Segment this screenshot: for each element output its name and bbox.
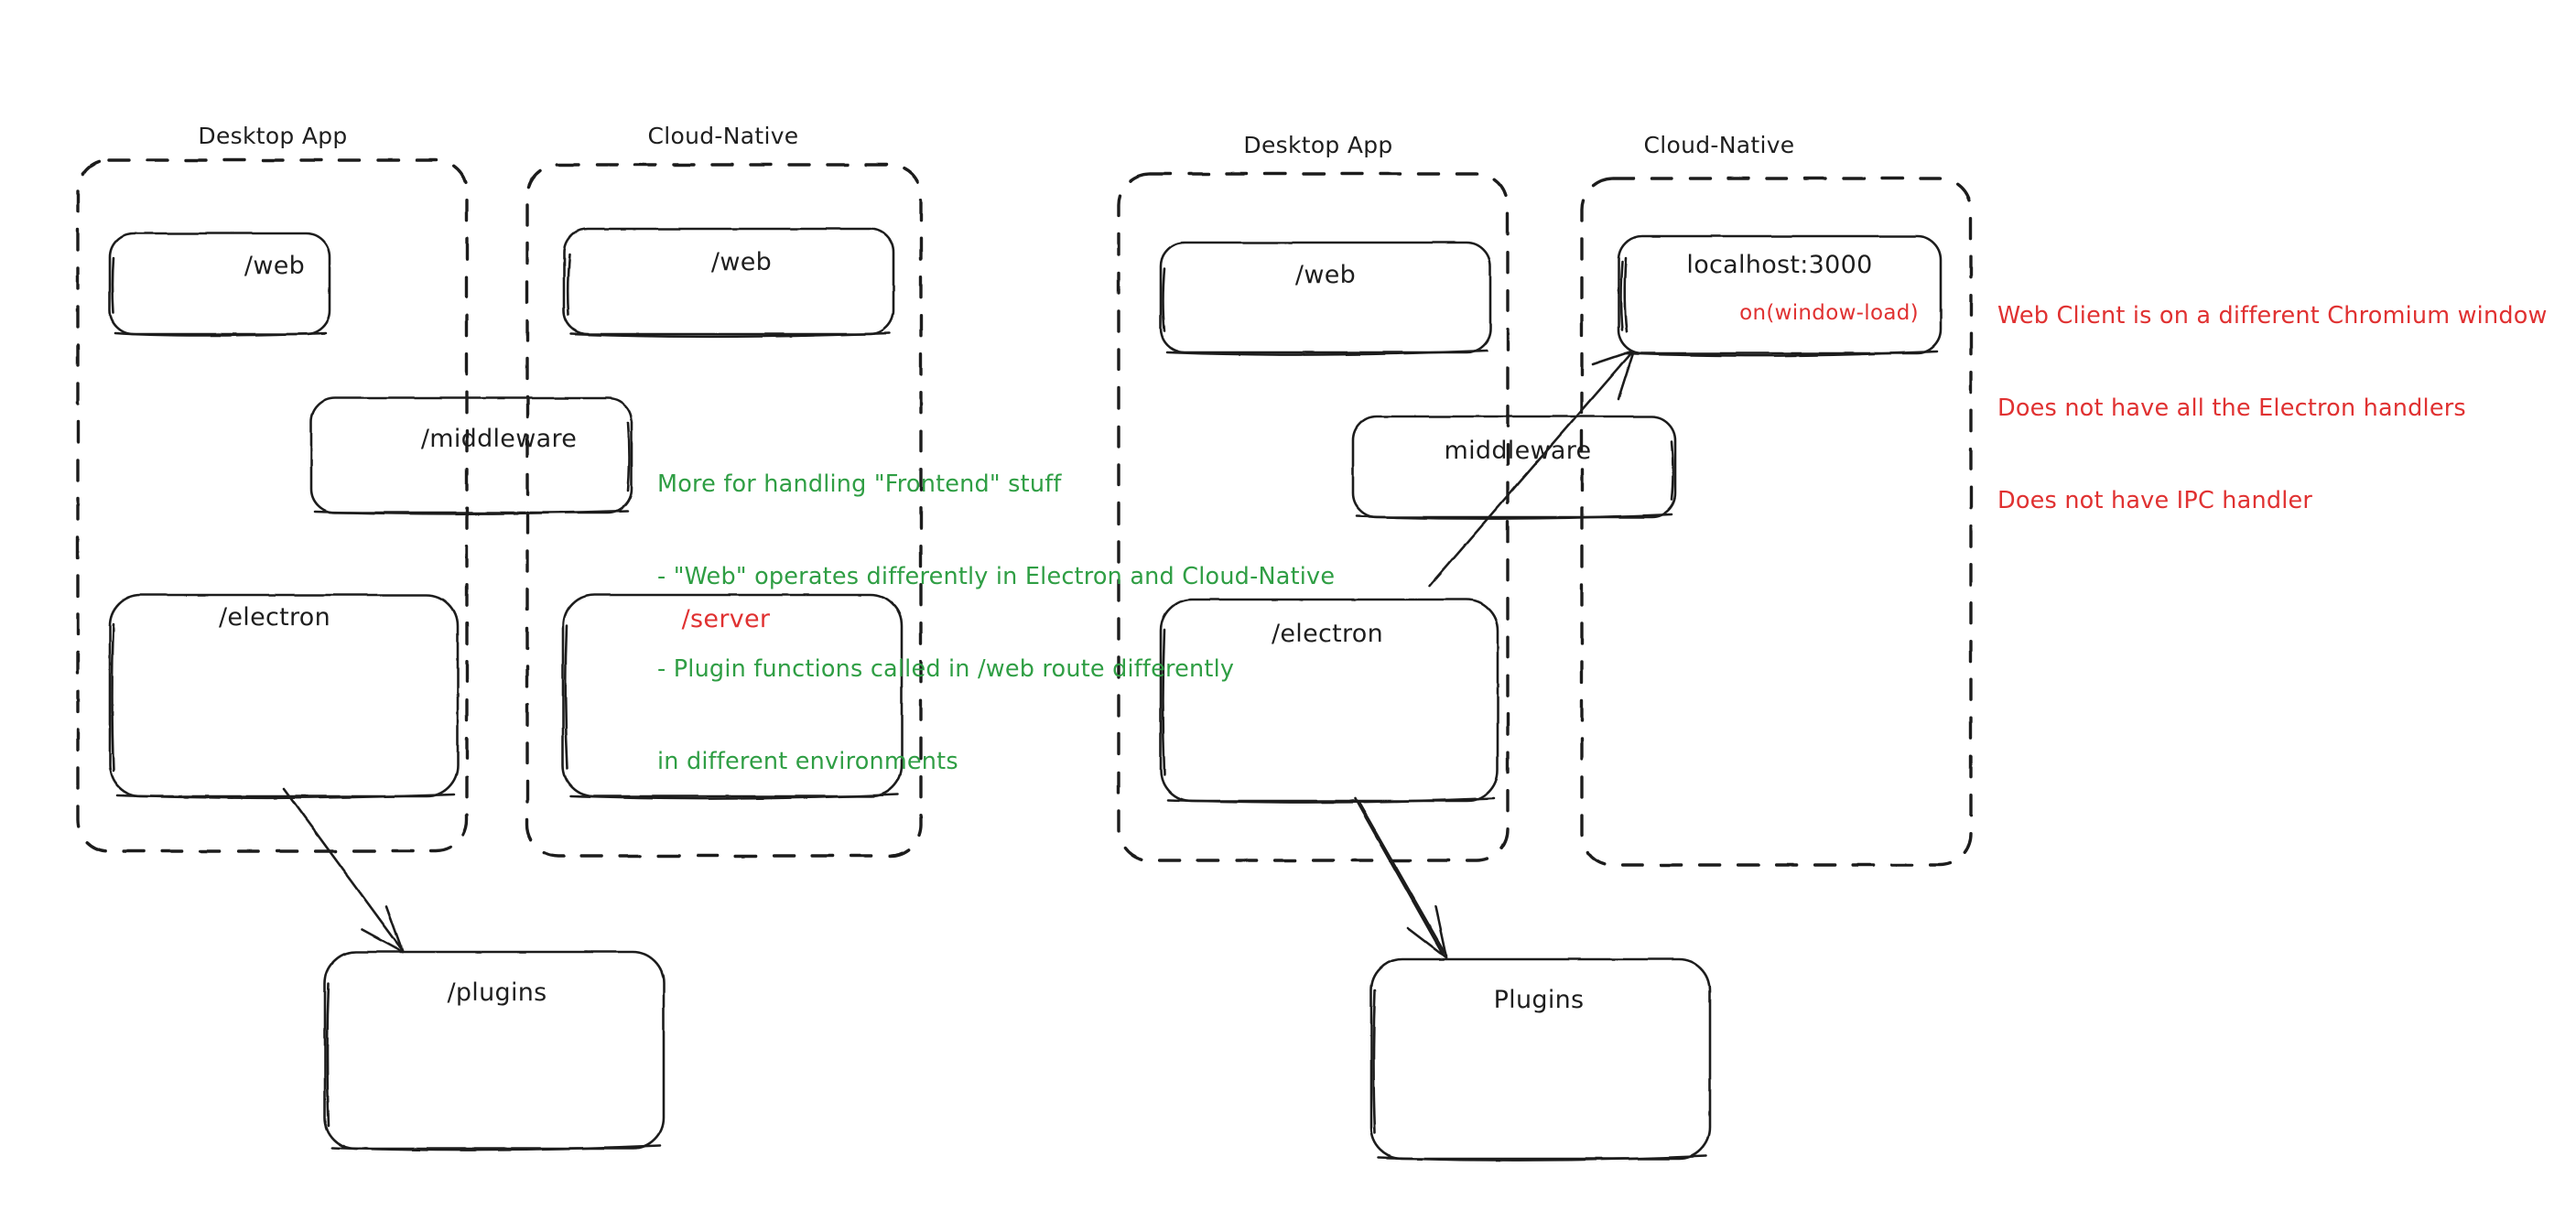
right-plugins-label: Plugins xyxy=(1493,986,1585,1014)
left-desktop-app-container xyxy=(76,158,469,853)
green-note-line-4: in different environments xyxy=(657,748,958,776)
right-desktop-app-container xyxy=(1117,172,1510,862)
right-localhost-sublabel: on(window-load) xyxy=(1739,301,1919,325)
left-server-label: /server xyxy=(681,605,771,633)
right-electron-to-plugins-arrow xyxy=(1353,796,1448,959)
left-plugins-label: /plugins xyxy=(447,978,547,1007)
left-web-cloud-label: /web xyxy=(710,248,773,276)
left-server-box xyxy=(561,593,904,800)
right-middleware-box xyxy=(1351,415,1677,520)
left-electron-to-plugins-arrow xyxy=(282,787,405,954)
left-plugins-box xyxy=(323,950,666,1151)
red-note-line-2: Does not have all the Electron handlers xyxy=(1997,394,2466,423)
right-localhost-box xyxy=(1617,234,1943,357)
left-middleware-box xyxy=(309,396,633,515)
left-electron-label: /electron xyxy=(218,603,331,632)
left-cloud-native-container xyxy=(525,163,923,858)
left-cloud-native-title: Cloud-Native xyxy=(647,123,799,149)
green-annotation-note: More for handling "Frontend" stuff - "We… xyxy=(657,408,1335,839)
right-desktop-app-title: Desktop App xyxy=(1243,132,1393,158)
green-note-line-2: - "Web" operates differently in Electron… xyxy=(657,563,1336,591)
right-electron-box xyxy=(1159,598,1499,804)
right-cloud-native-title: Cloud-Native xyxy=(1643,132,1795,158)
red-annotation-note: Web Client is on a different Chromium wi… xyxy=(1997,240,2548,578)
left-electron-box xyxy=(108,593,460,800)
left-web-desktop-label: /web xyxy=(244,252,306,280)
right-localhost-label: localhost:3000 xyxy=(1686,251,1873,279)
right-electron-label: /electron xyxy=(1271,620,1384,648)
red-note-line-3: Does not have IPC handler xyxy=(1997,487,2313,515)
left-web-desktop-box xyxy=(108,232,331,337)
right-plugins-box xyxy=(1369,957,1712,1162)
left-web-cloud-box xyxy=(562,227,895,339)
right-web-desktop-label: /web xyxy=(1294,261,1357,289)
green-note-line-1: More for handling "Frontend" stuff xyxy=(657,470,1062,499)
green-note-line-3: - Plugin functions called in /web route … xyxy=(657,655,1235,684)
right-middleware-label: middleware xyxy=(1444,437,1592,465)
right-web-desktop-box xyxy=(1159,241,1492,356)
left-desktop-app-title: Desktop App xyxy=(198,123,348,149)
left-middleware-label: /middleware xyxy=(420,425,578,453)
red-note-line-1: Web Client is on a different Chromium wi… xyxy=(1997,302,2548,330)
right-cloud-native-container xyxy=(1580,177,1973,867)
right-electron-to-localhost-arrow xyxy=(1428,350,1635,588)
